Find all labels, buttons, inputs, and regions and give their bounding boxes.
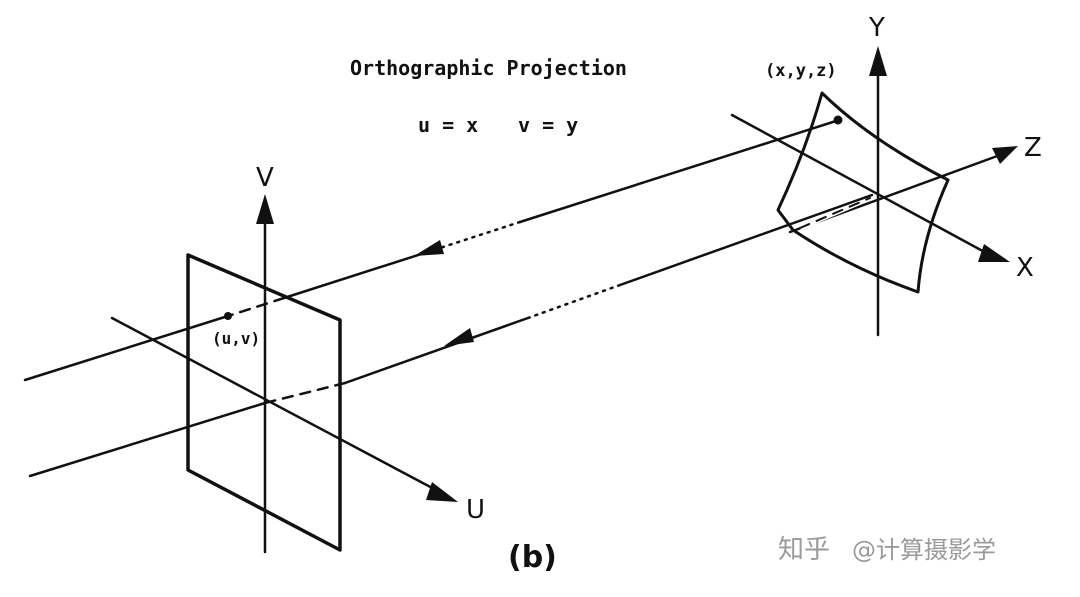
surface-patch xyxy=(776,91,950,294)
lower-ray-right xyxy=(618,193,874,287)
world-z-arrowhead xyxy=(992,146,1018,164)
upper-ray-arrowhead xyxy=(414,240,444,256)
surface-hidden-z xyxy=(799,197,871,229)
equation-v: v = y xyxy=(518,113,578,137)
upper-ray-right xyxy=(518,119,838,224)
image-plane-group: V U (u,v) xyxy=(23,163,485,554)
watermark-handle: @计算摄影学 xyxy=(852,536,996,564)
world-axes: Y X Z xyxy=(730,13,1042,337)
projection-rays xyxy=(282,119,874,385)
world-z-label: Z xyxy=(1024,133,1042,163)
upper-ray-hidden xyxy=(226,296,286,318)
point-3d xyxy=(833,115,843,125)
image-plane xyxy=(186,253,342,552)
diagram-title: Orthographic Projection xyxy=(350,56,627,80)
equation-u: u = x xyxy=(418,113,478,137)
figure-caption: (b) xyxy=(508,540,557,575)
world-y-arrowhead xyxy=(869,46,887,76)
lower-ray-hidden xyxy=(263,381,347,405)
image-u-arrowhead xyxy=(426,482,458,502)
lower-ray-dotted xyxy=(526,283,622,320)
image-v-arrowhead xyxy=(256,194,274,224)
world-x-label: X xyxy=(1016,253,1034,283)
lower-ray-extension xyxy=(28,401,267,478)
world-x-arrowhead xyxy=(978,244,1010,262)
image-u-axis xyxy=(110,316,438,492)
world-x-axis xyxy=(730,113,992,257)
watermark: 知乎 @计算摄影学 xyxy=(778,535,996,565)
world-y-label: Y xyxy=(868,13,885,43)
upper-ray-left xyxy=(282,246,442,300)
point-3d-label: (x,y,z) xyxy=(765,61,837,81)
upper-ray-extension xyxy=(23,314,230,382)
point-2d-label: (u,v) xyxy=(212,329,260,348)
image-u-label: U xyxy=(466,495,485,525)
image-v-label: V xyxy=(256,163,274,193)
upper-ray-dotted xyxy=(438,220,522,250)
lower-ray-arrowhead xyxy=(444,328,474,346)
point-2d xyxy=(224,312,232,320)
lower-ray-left xyxy=(343,316,530,385)
watermark-zhihu-text: 知乎 xyxy=(778,535,830,565)
